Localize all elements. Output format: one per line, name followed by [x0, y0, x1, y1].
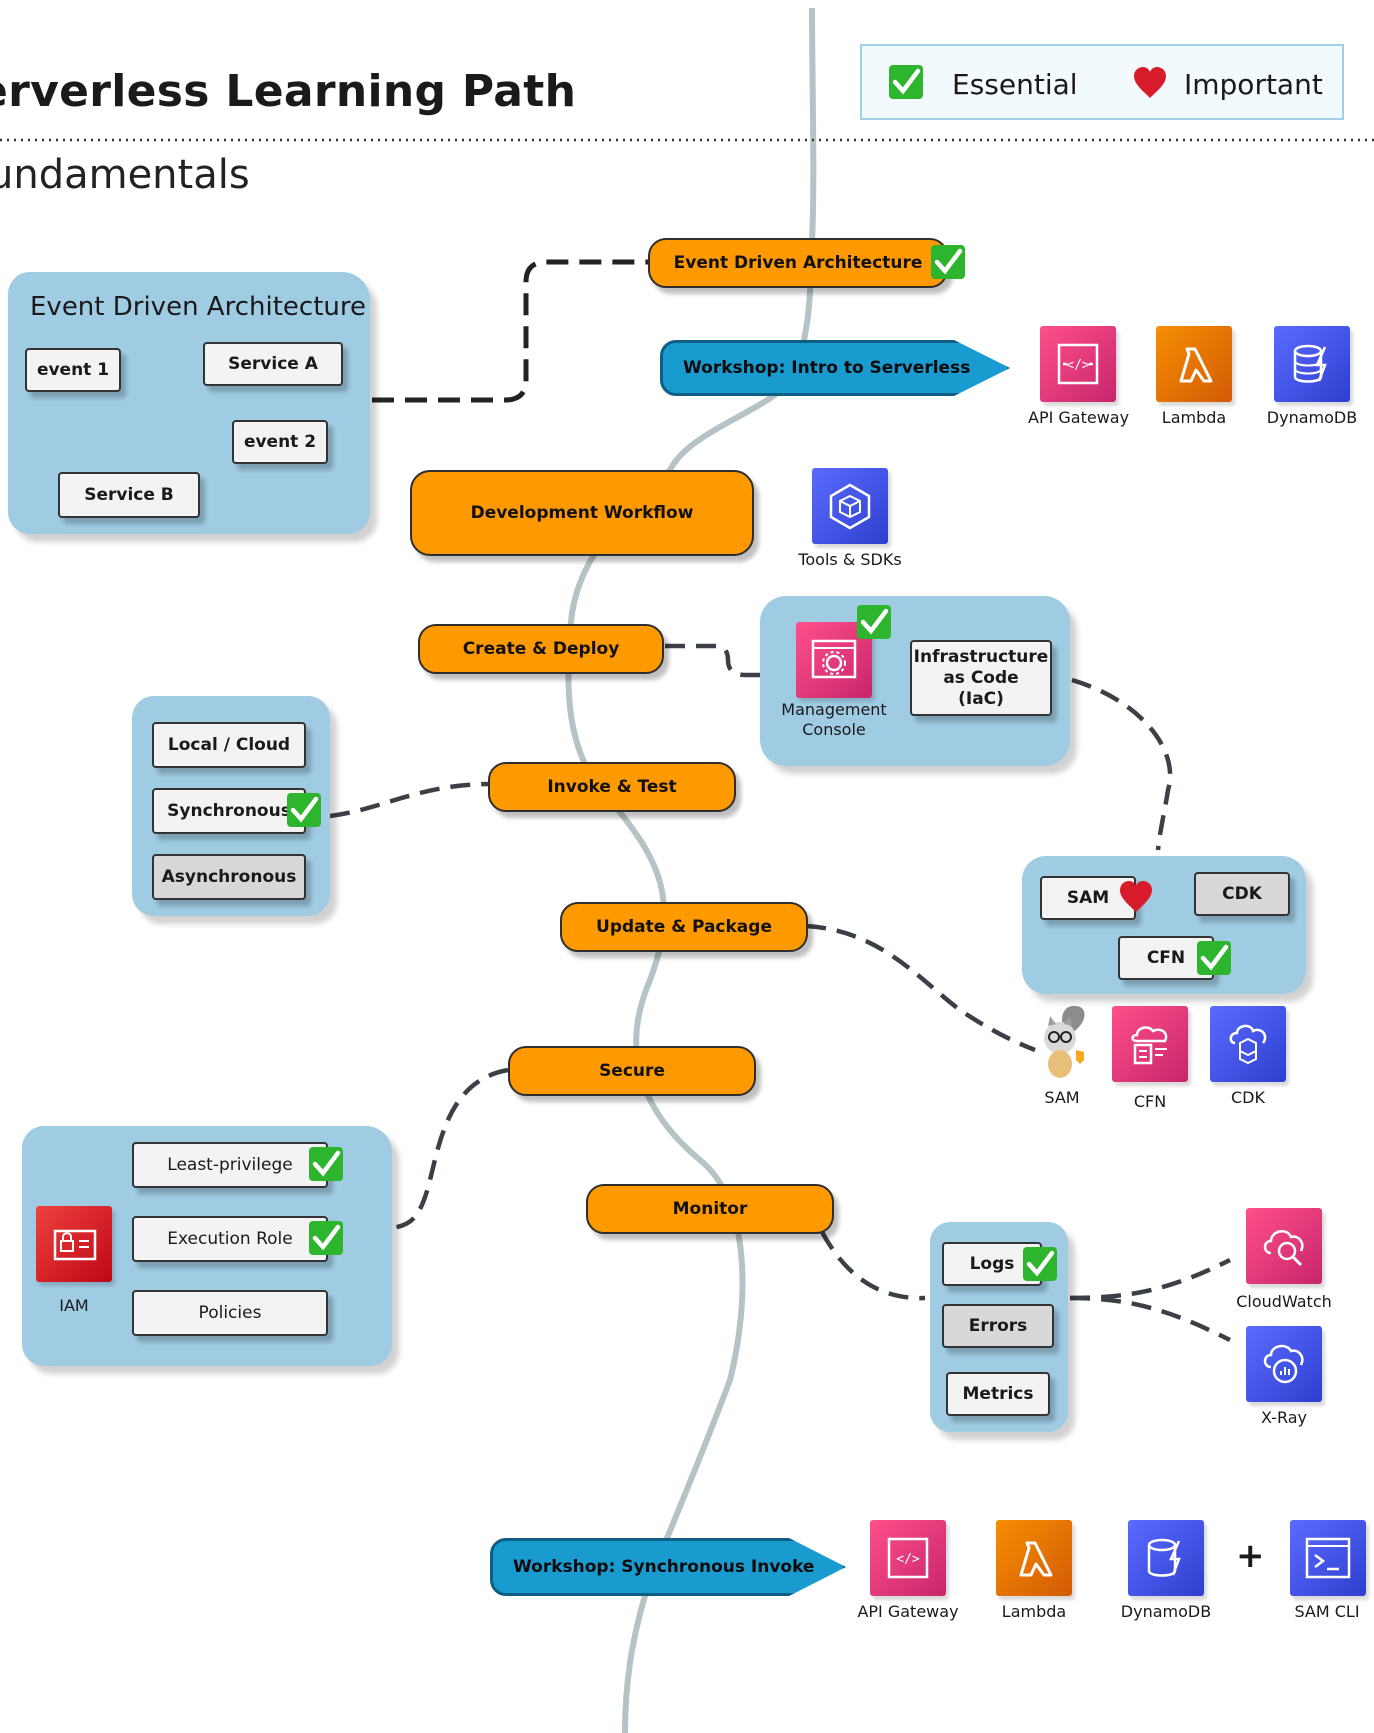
- policies-box: Policies: [132, 1290, 328, 1336]
- lambda-icon: [1156, 326, 1232, 402]
- iac-line3: (IaC): [958, 688, 1004, 709]
- sam-cli-icon: [1290, 1520, 1366, 1596]
- check-icon: [1023, 1247, 1057, 1281]
- cdk-icon: [1210, 1006, 1286, 1082]
- package-icon-label: CFN: [1133, 1092, 1167, 1111]
- deploy-connector: [665, 643, 760, 678]
- execution-role-box: Execution Role: [132, 1216, 328, 1262]
- iac-box: Infrastructure as Code (IaC): [910, 640, 1052, 716]
- monitor-connector: [820, 1230, 926, 1301]
- step-secure[interactable]: Secure: [508, 1046, 756, 1096]
- sam-squirrel-icon: [1044, 1005, 1085, 1078]
- package-icon-label: CDK: [1231, 1088, 1265, 1107]
- service-a-box: Service A: [203, 342, 343, 386]
- workshop-intro-banner[interactable]: Workshop: Intro to Serverless: [660, 340, 1010, 396]
- check-icon: [857, 605, 891, 639]
- service-b-box: Service B: [58, 472, 200, 518]
- heart-icon: [1134, 67, 1166, 98]
- legend-important-label: Important: [1184, 68, 1323, 101]
- intro-service-label: Lambda: [1161, 408, 1227, 427]
- cloudformation-icon: [1112, 1006, 1188, 1082]
- step-invoke-test[interactable]: Invoke & Test: [488, 762, 736, 812]
- synchronous-box: Synchronous: [152, 788, 306, 834]
- monitor-service-label: X-Ray: [1261, 1408, 1307, 1427]
- plus-sign: +: [1236, 1536, 1265, 1576]
- step-eda[interactable]: Event Driven Architecture: [648, 238, 948, 288]
- eda-connector: [372, 259, 648, 403]
- iam-icon: [36, 1206, 112, 1282]
- workshop-sync-banner[interactable]: Workshop: Synchronous Invoke: [490, 1538, 846, 1596]
- api-gateway-icon: </>: [1040, 326, 1116, 402]
- eda-panel-title: Event Driven Architecture: [30, 292, 366, 322]
- iac-line2: as Code: [943, 667, 1019, 688]
- step-create-deploy[interactable]: Create & Deploy: [418, 624, 664, 674]
- least-privilege-box: Least-privilege: [132, 1142, 328, 1188]
- invoke-connector: [329, 781, 491, 819]
- iac-connector: [1071, 677, 1173, 851]
- xray-icon: [1246, 1326, 1322, 1402]
- monitor-out-cloudwatch: [1069, 1257, 1232, 1301]
- local-cloud-box: Local / Cloud: [152, 722, 306, 768]
- monitor-out-xray: [1069, 1295, 1232, 1343]
- lambda-icon: [996, 1520, 1072, 1596]
- asynchronous-box: Asynchronous: [152, 854, 306, 900]
- sync-service-label: API Gateway: [857, 1602, 959, 1621]
- tools-sdks-label: Tools & SDKs: [798, 550, 902, 569]
- sync-service-label: DynamoDB: [1120, 1602, 1212, 1621]
- legend-essential-label: Essential: [952, 68, 1078, 101]
- dynamodb-icon: [1274, 326, 1350, 402]
- event2-box: event 2: [232, 420, 328, 464]
- cloudwatch-icon: [1246, 1208, 1322, 1284]
- dynamodb-icon: [1128, 1520, 1204, 1596]
- check-icon: [889, 65, 923, 99]
- section-subtitle: undamentals: [0, 152, 250, 198]
- metrics-box: Metrics: [946, 1372, 1050, 1416]
- iam-label: IAM: [59, 1296, 89, 1315]
- package-icon-label: SAM: [1044, 1088, 1080, 1107]
- check-icon: [1197, 941, 1231, 975]
- intro-service-label: DynamoDB: [1266, 408, 1358, 427]
- svg-text:</>: </>: [1066, 358, 1090, 373]
- monitor-service-label: CloudWatch: [1236, 1292, 1332, 1311]
- console-label-line1: Management: [781, 700, 887, 719]
- page-title: erverless Learning Path: [0, 66, 577, 117]
- step-update-package[interactable]: Update & Package: [560, 902, 808, 952]
- svg-text:</>: </>: [896, 1552, 920, 1567]
- check-icon: [287, 793, 321, 827]
- sam-box: SAM: [1040, 876, 1136, 920]
- heart-icon: [1120, 881, 1152, 912]
- legend: Essential Important: [860, 44, 1344, 120]
- step-monitor[interactable]: Monitor: [586, 1184, 834, 1234]
- check-icon: [931, 245, 965, 279]
- event1-box: event 1: [25, 348, 121, 392]
- secure-connector: [391, 1067, 509, 1231]
- package-connector: [805, 923, 1036, 1053]
- cdk-box: CDK: [1194, 872, 1290, 916]
- check-icon: [309, 1221, 343, 1255]
- step-dev-workflow[interactable]: Development Workflow: [410, 470, 754, 556]
- intro-service-label: API Gateway: [1028, 408, 1130, 427]
- console-label-line2: Console: [802, 720, 866, 739]
- sync-service-label: SAM CLI: [1294, 1602, 1360, 1621]
- api-gateway-icon: </>: [870, 1520, 946, 1596]
- errors-box: Errors: [942, 1304, 1054, 1348]
- iac-line1: Infrastructure: [913, 646, 1049, 667]
- tools-sdks-icon: [812, 468, 888, 544]
- check-icon: [309, 1147, 343, 1181]
- sync-service-label: Lambda: [1001, 1602, 1067, 1621]
